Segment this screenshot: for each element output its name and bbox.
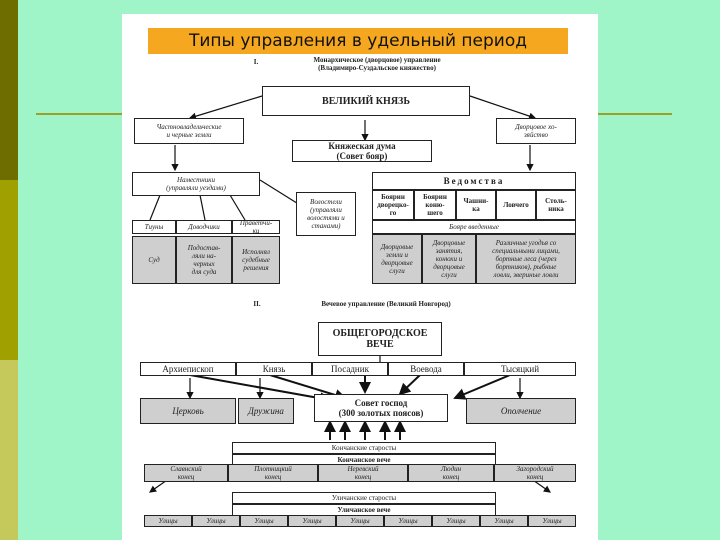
- slide-title: Типы управления в удельный период: [148, 28, 568, 54]
- vedomstvo-5: Столь- ника: [536, 190, 576, 220]
- street-6: Улицы: [384, 515, 432, 527]
- street-9: Улицы: [528, 515, 576, 527]
- street-1: Улицы: [144, 515, 192, 527]
- vedomstvo-2: Боярин коню- шего: [414, 190, 456, 220]
- duma-box: Княжеская дума (Совет бояр): [292, 140, 432, 162]
- street-4: Улицы: [288, 515, 336, 527]
- namestniki-col-1: Тиуны: [132, 220, 176, 234]
- opolchenie-box: Ополчение: [466, 398, 576, 424]
- druzhina-box: Дружина: [238, 398, 294, 424]
- namestniki-col-3: Праветчи- ки: [232, 219, 280, 235]
- decor-line-left: [36, 113, 126, 115]
- part1-numeral: I.: [253, 58, 259, 66]
- part1-heading: Монархическое (дворцовое) управление (Вл…: [313, 56, 441, 72]
- left-strip-mid: [0, 180, 18, 360]
- official-tysyatsky: Тысяцкий: [464, 362, 576, 376]
- vedomstvo-desc-3: Различные угодья со специальными лицами,…: [476, 234, 576, 284]
- left-strip-dark: [0, 0, 18, 180]
- official-voevoda: Воевода: [388, 362, 464, 376]
- namestniki-box: Наместники (управляли уездами): [132, 172, 260, 196]
- vedomstvo-desc-1: Дворцовые земли и дворцовые слуги: [372, 234, 422, 284]
- part2-heading: Вечевое управление (Великий Новгород): [321, 300, 451, 308]
- end-slavensky: Славнский конец: [144, 464, 228, 482]
- council-box: Совет господ (300 золотых поясов): [314, 394, 448, 422]
- vedomstvo-3: Чашни- ка: [456, 190, 496, 220]
- veche-box: ОБЩЕГОРОДСКОЕ ВЕЧЕ: [318, 322, 442, 356]
- left-strip-light: [0, 360, 18, 540]
- part2-numeral: II.: [253, 300, 261, 308]
- end-nerevsky: Неревский конец: [318, 464, 408, 482]
- end-lyudin: Людин конец: [408, 464, 494, 482]
- official-archbishop: Архиепископ: [140, 362, 236, 376]
- namestniki-desc-2: Подостав- ляли на- черных для суда: [176, 236, 232, 284]
- volosteli-box: Волостели (управляли волостями и станами…: [296, 192, 356, 236]
- church-box: Церковь: [140, 398, 236, 424]
- end-zagorodsky: Загородский конец: [494, 464, 576, 482]
- namestniki-desc-1: Суд: [132, 236, 176, 284]
- namestniki-desc-3: Исполнял судебные решения: [232, 236, 280, 284]
- street-8: Улицы: [480, 515, 528, 527]
- decor-line-right: [596, 113, 672, 115]
- street-3: Улицы: [240, 515, 288, 527]
- street-7: Улицы: [432, 515, 480, 527]
- ulichanskie-starosty: Уличанские старосты: [232, 492, 496, 504]
- street-2: Улицы: [192, 515, 240, 527]
- grand-prince-box: ВЕЛИКИЙ КНЯЗЬ: [262, 86, 470, 116]
- official-posadnik: Посадник: [312, 362, 388, 376]
- namestniki-col-2: Доводчики: [176, 220, 232, 234]
- official-prince: Князь: [236, 362, 312, 376]
- end-plotnitsky: Плотницкий конец: [228, 464, 318, 482]
- konchanskie-starosty: Кончанские старосты: [232, 442, 496, 454]
- vedomstvo-1: Боярин дворецко- го: [372, 190, 414, 220]
- street-5: Улицы: [336, 515, 384, 527]
- vedomstvo-4: Ловчего: [496, 190, 536, 220]
- vedomstvo-desc-2: Дворцовые занятия, конюхи и дворцовые сл…: [422, 234, 476, 284]
- palace-domain-box: Дворцовое хо- зяйство: [496, 118, 576, 144]
- boyars-vvedenie: Бояре введенные: [372, 220, 576, 234]
- private-lands-box: Частновладельческие и черные земли: [134, 118, 244, 144]
- vedomstva-title: Ведомства: [372, 172, 576, 190]
